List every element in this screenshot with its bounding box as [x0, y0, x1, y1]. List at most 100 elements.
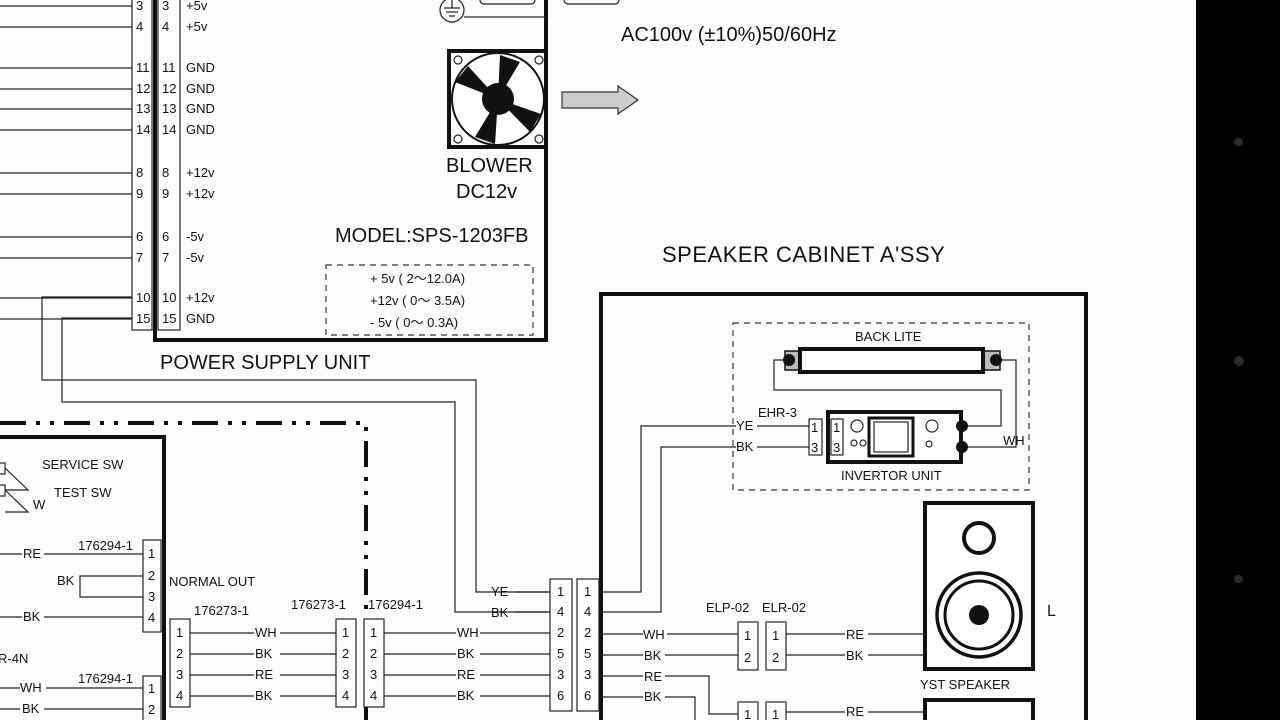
pin: 3	[811, 440, 818, 455]
pin: 1	[772, 628, 779, 643]
psu-connector	[157, 0, 181, 331]
psu-pin: 9	[162, 186, 169, 201]
pin: 4	[557, 604, 564, 619]
backlight-wire-1	[773, 359, 1002, 427]
psu-pin: 11	[162, 60, 176, 75]
speaker-cable-part: 176294-1	[368, 597, 423, 612]
pin: 1	[584, 584, 591, 599]
wire-label: BK	[644, 689, 662, 704]
channel-label: L	[1047, 603, 1056, 620]
psu-harness-pin: 14	[136, 122, 150, 137]
psu-harness-pin: 15	[136, 311, 150, 326]
test-sw-label: TEST SW	[54, 485, 112, 500]
nav-dot-home[interactable]	[1234, 356, 1244, 366]
w-label: W	[33, 497, 46, 512]
psu-terminal-2	[563, 0, 620, 5]
wire-label: WH	[20, 680, 42, 695]
wire-label: BK	[846, 648, 864, 663]
pin: 4	[176, 688, 183, 703]
speaker-cabinet-title: SPEAKER CABINET A'SSY	[662, 242, 945, 267]
psu-harness-connector	[131, 0, 153, 331]
pin: 1	[148, 546, 155, 561]
speaker-cabinet-frame	[599, 292, 1088, 720]
connector-a	[142, 539, 162, 633]
partial-connector-label: R-4N	[0, 651, 28, 666]
elr-connector	[765, 621, 787, 671]
wire-label: RE	[846, 704, 864, 719]
psu-pin: 4	[162, 19, 169, 34]
pin: 1	[744, 707, 751, 720]
psu-pin: 3	[162, 0, 169, 13]
pin: 1	[772, 707, 779, 720]
psu-harness-pin: 6	[136, 229, 143, 244]
elp-connector	[737, 621, 759, 671]
psu-signal: +5v	[186, 19, 208, 34]
wire-label: BK	[644, 648, 662, 663]
ehr3-label: EHR-3	[758, 405, 797, 420]
pin: 3	[370, 667, 377, 682]
wire-label: BK	[57, 573, 75, 588]
connector-b	[142, 675, 162, 720]
wire-label: WH	[255, 625, 277, 640]
inverter-unit-icon	[826, 410, 968, 464]
rating-12v: +12v ( 0〜 3.5A)	[370, 293, 465, 308]
psu-signal: -5v	[186, 229, 205, 244]
wire-bk-inverter	[599, 446, 736, 613]
pin: 5	[584, 646, 591, 661]
psu-signal: GND	[186, 81, 215, 96]
switch-icons	[0, 462, 30, 513]
wire-label: YE	[736, 418, 754, 433]
psu-pin: 12	[162, 81, 176, 96]
psu-pin: 10	[162, 290, 176, 305]
nav-dot-back[interactable]	[1234, 575, 1243, 583]
psu-harness-pin: 13	[136, 101, 150, 116]
cable-right-part: 176273-1	[291, 597, 346, 612]
nav-dot-menu[interactable]	[1234, 138, 1243, 146]
pin: 3	[342, 667, 349, 682]
pin: 3	[584, 667, 591, 682]
cable-right-connector	[335, 618, 357, 708]
wire-label: RE	[846, 627, 864, 642]
psu-signal: GND	[186, 101, 215, 116]
yst-speaker-label: YST SPEAKER	[920, 677, 1010, 692]
wire-label: BK	[457, 646, 475, 661]
psu-pin: 7	[162, 250, 169, 265]
psu-signal: -5v	[186, 250, 205, 265]
psu-signal: GND	[186, 60, 215, 75]
pin: 5	[557, 646, 564, 661]
pin: 2	[772, 650, 779, 665]
wire-label: RE	[23, 546, 41, 561]
psu-terminal-1	[479, 0, 536, 5]
airflow-arrow-icon	[561, 84, 640, 116]
wire-label: WH	[643, 627, 665, 642]
pin: 3	[148, 589, 155, 604]
psu-title: POWER SUPPLY UNIT	[160, 352, 370, 374]
psu-signal: +12v	[186, 165, 215, 180]
cable-left-connector	[169, 618, 191, 708]
pin: 1	[811, 420, 818, 435]
wire-label: BK	[457, 688, 475, 703]
pin: 4	[342, 688, 349, 703]
pin: 2	[176, 646, 183, 661]
pin: 2	[744, 650, 751, 665]
wire-label: WH	[457, 625, 479, 640]
ground-icon	[439, 0, 546, 23]
pin: 1	[342, 625, 349, 640]
pin: 1	[833, 420, 840, 435]
pin: 2	[148, 702, 155, 717]
elr-label: ELR-02	[762, 600, 806, 615]
backlight-tube-icon	[783, 347, 1002, 374]
psu-signal: GND	[186, 311, 215, 326]
service-sw-label: SERVICE SW	[42, 457, 124, 472]
wire-label: BK	[255, 688, 273, 703]
psu-harness-pin: 4	[136, 19, 143, 34]
wire-label: BK	[491, 605, 509, 620]
blower-label: BLOWER	[446, 155, 533, 177]
pin: 3	[833, 440, 840, 455]
wire-label: RE	[644, 669, 662, 684]
back-lite-label: BACK LITE	[855, 329, 922, 344]
